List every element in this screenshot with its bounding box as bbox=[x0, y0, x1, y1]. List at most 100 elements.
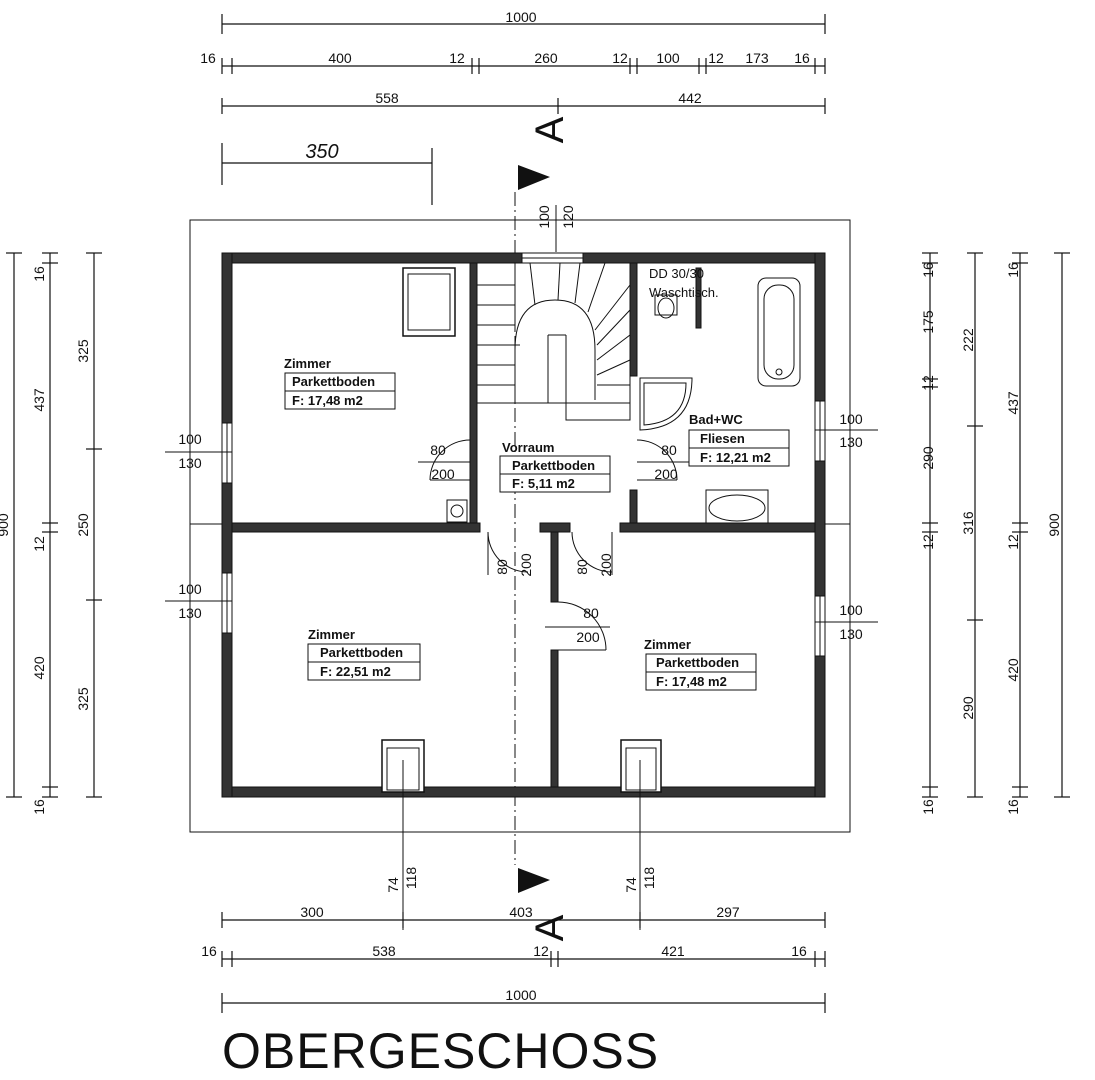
win-lb-1: 130 bbox=[178, 605, 202, 621]
dim-top-r2-1: 400 bbox=[328, 50, 352, 66]
room-floor: Parkettboden bbox=[656, 655, 739, 670]
dim-right-mid-1: 316 bbox=[960, 511, 976, 535]
win-lb-0: 100 bbox=[178, 581, 202, 597]
dim-bot-r2-1: 538 bbox=[372, 943, 396, 959]
washbasin bbox=[705, 489, 769, 524]
room-name: Zimmer bbox=[308, 627, 355, 642]
shower bbox=[639, 377, 693, 431]
dim-bot-r2-0: 16 bbox=[201, 943, 217, 959]
door-r-1: 200 bbox=[654, 466, 678, 482]
dim-right-out-1: 437 bbox=[1005, 391, 1021, 415]
dim-right-out-2: 12 bbox=[1005, 534, 1021, 550]
dim-top-r2-0: 16 bbox=[200, 50, 216, 66]
dim-top-r2-6: 12 bbox=[708, 50, 724, 66]
room-floor: Parkettboden bbox=[292, 374, 375, 389]
skylight-top bbox=[402, 267, 456, 337]
bath-note-1: Waschtisch. bbox=[649, 285, 719, 300]
room-area: F: 17,48 m2 bbox=[292, 393, 363, 408]
dim-top-overall: 1000 bbox=[505, 9, 536, 25]
shaft bbox=[446, 499, 468, 523]
room-name: Zimmer bbox=[284, 356, 331, 371]
dim-right-in-5: 290 bbox=[960, 696, 976, 720]
dim-left-inner-0: 325 bbox=[75, 339, 91, 363]
bathtub bbox=[757, 277, 801, 387]
room-name: Vorraum bbox=[502, 440, 555, 455]
dim-top-r2-8: 16 bbox=[794, 50, 810, 66]
dim-bot-r1-2: 297 bbox=[716, 904, 740, 920]
room-name: Zimmer bbox=[644, 637, 691, 652]
dim-left-mid-4: 16 bbox=[31, 799, 47, 815]
win-bl-0: 74 bbox=[385, 877, 401, 893]
dim-bot-r2-3: 421 bbox=[661, 943, 685, 959]
dim-top-r2-3: 260 bbox=[534, 50, 558, 66]
door-bl-1: 200 bbox=[518, 553, 534, 577]
dim-right-mid-0: 222 bbox=[960, 328, 976, 352]
top-dimensions: 1000 16 400 12 260 12 100 12 173 16 558 … bbox=[200, 9, 826, 252]
dim-right-in-4: 12 bbox=[920, 534, 936, 550]
room-bad-wc: Bad+WC Fliesen F: 12,21 m2 DD 30/30 Wasc… bbox=[649, 266, 790, 467]
section-arrow-bottom bbox=[518, 868, 550, 893]
skylight-bottom-right bbox=[620, 739, 662, 793]
win-lt-1: 130 bbox=[178, 455, 202, 471]
dim-top-r3-1: 442 bbox=[678, 90, 702, 106]
door-br-0: 80 bbox=[583, 605, 599, 621]
dim-top-r2-4: 12 bbox=[612, 50, 628, 66]
section-label-bottom: A bbox=[528, 914, 572, 941]
room-area: F: 5,11 m2 bbox=[512, 476, 575, 491]
room-name: Bad+WC bbox=[689, 412, 743, 427]
win-br-1: 118 bbox=[641, 867, 657, 890]
window-labels: 100 130 100 130 100 130 100 130 bbox=[178, 411, 863, 642]
door-labels: 80 200 80 200 80 200 80 200 80 200 bbox=[430, 442, 678, 645]
doors bbox=[418, 439, 690, 651]
staircase bbox=[476, 262, 631, 421]
dim-bot-r2-4: 16 bbox=[791, 943, 807, 959]
dim-bot-r1-1: 403 bbox=[509, 904, 533, 920]
dim-right-in-1: 175 bbox=[920, 310, 936, 334]
dim-top-r2-5: 100 bbox=[656, 50, 680, 66]
dim-right-in-2: 12 bbox=[920, 375, 936, 391]
win-bl-1: 118 bbox=[403, 867, 419, 890]
dim-right-in-0: 16 bbox=[920, 262, 936, 278]
dim-left-mid-0: 16 bbox=[31, 266, 47, 282]
bath-note-0: DD 30/30 bbox=[649, 266, 704, 281]
left-dimensions: 900 16 437 12 420 16 325 250 325 bbox=[0, 252, 102, 815]
door-br-1: 200 bbox=[576, 629, 600, 645]
dim-top-r3-0: 558 bbox=[375, 90, 399, 106]
walls bbox=[221, 252, 826, 798]
dim-left-outer: 900 bbox=[0, 513, 11, 537]
dim-bot-r2-2: 12 bbox=[533, 943, 549, 959]
right-dimensions: 16 175 12 290 12 290 16 222 316 16 437 1… bbox=[920, 252, 1070, 815]
dim-right-in-3: 290 bbox=[920, 446, 936, 470]
dim-left-inner-2: 325 bbox=[75, 687, 91, 711]
room-vorraum: Vorraum Parkettboden F: 5,11 m2 bbox=[499, 440, 611, 493]
bottom-dimensions: 74 118 74 118 300 403 297 16 538 12 421 … bbox=[201, 867, 826, 1013]
section-markers: A A bbox=[514, 116, 572, 941]
section-label-top: A bbox=[528, 116, 572, 143]
roof-outline bbox=[189, 219, 851, 833]
dim-bot-r1-0: 300 bbox=[300, 904, 324, 920]
toilet bbox=[654, 294, 678, 316]
dim-left-inner-1: 250 bbox=[75, 513, 91, 537]
door-bm-1: 200 bbox=[598, 553, 614, 577]
window-leaders bbox=[165, 429, 878, 623]
dim-right-out-3: 420 bbox=[1005, 658, 1021, 682]
room-floor: Fliesen bbox=[700, 431, 745, 446]
door-l-1: 200 bbox=[431, 466, 455, 482]
page-title: OBERGESCHOSS bbox=[222, 1023, 660, 1079]
room-zimmer-bottom-left: Zimmer Parkettboden F: 22,51 m2 bbox=[307, 627, 421, 681]
door-r-0: 80 bbox=[661, 442, 677, 458]
dim-left-mid-3: 420 bbox=[31, 656, 47, 680]
dim-bot-overall: 1000 bbox=[505, 987, 536, 1003]
win-br-0: 74 bbox=[623, 877, 639, 893]
door-l-0: 80 bbox=[430, 442, 446, 458]
room-zimmer-top-left: Zimmer Parkettboden F: 17,48 m2 bbox=[284, 356, 396, 410]
win-lt-0: 100 bbox=[178, 431, 202, 447]
skylights bbox=[381, 267, 662, 930]
wall-windows bbox=[221, 252, 826, 657]
room-area: F: 22,51 m2 bbox=[320, 664, 391, 679]
dim-right-out-0: 16 bbox=[1005, 262, 1021, 278]
dim-top-r2-7: 173 bbox=[745, 50, 769, 66]
door-bl-0: 80 bbox=[494, 559, 510, 575]
win-rb-1: 130 bbox=[839, 626, 863, 642]
